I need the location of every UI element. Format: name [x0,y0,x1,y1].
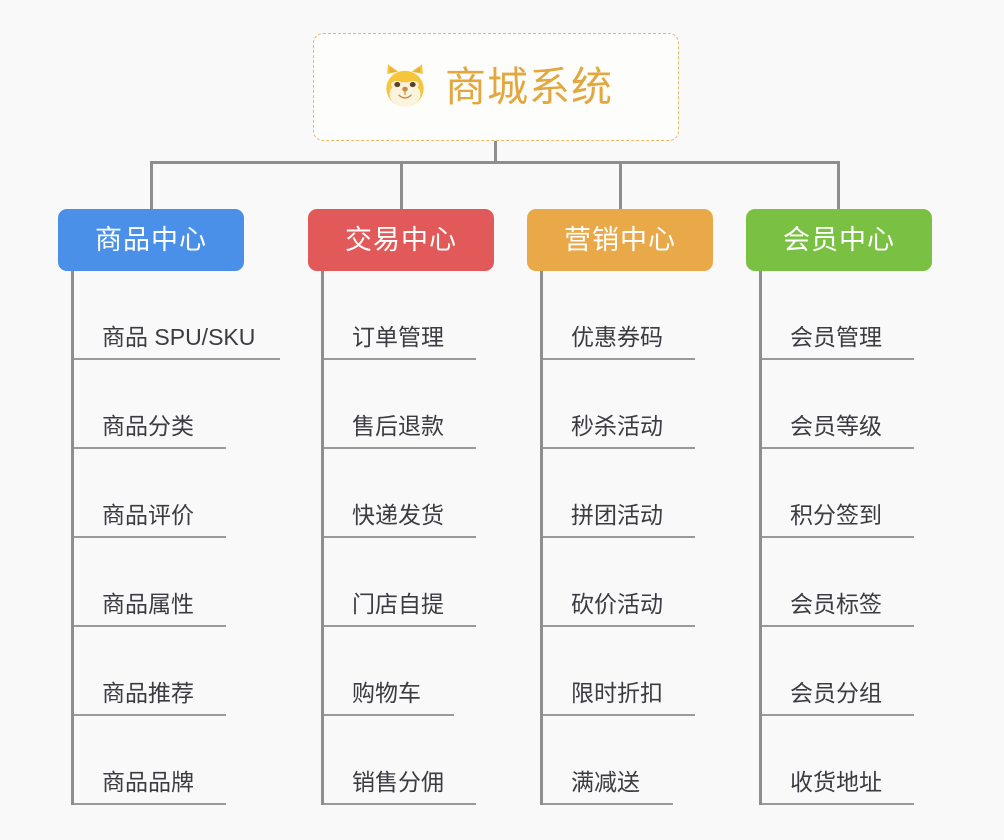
leaf-list-marketing-center: 优惠券码秒杀活动拼团活动砍价活动限时折扣满减送 [540,271,713,805]
leaf-item-underline [74,625,226,627]
leaf-item[interactable]: 销售分佣 [324,716,494,805]
leaf-item[interactable]: 会员标签 [762,538,932,627]
leaf-item-label: 拼团活动 [571,502,663,529]
category-label: 营销中心 [564,224,676,255]
leaf-item-underline [543,358,695,360]
leaf-item-underline [543,714,695,716]
category-column-member-center: 会员中心会员管理会员等级积分签到会员标签会员分组收货地址 [746,209,932,805]
leaf-item-label: 商品评价 [102,502,194,529]
root-node[interactable]: 商城系统 [313,33,679,141]
leaf-item[interactable]: 商品分类 [74,360,244,449]
leaf-item-underline [324,358,476,360]
leaf-item[interactable]: 积分签到 [762,449,932,538]
category-column-trade-center: 交易中心订单管理售后退款快递发货门店自提购物车销售分佣 [308,209,494,805]
category-column-product-center: 商品中心商品 SPU/SKU 商品分类商品评价商品属性商品推荐商品品牌 [58,209,280,805]
leaf-item[interactable]: 商品 SPU/SKU [74,271,280,360]
leaf-item-label: 商品 SPU/SKU [102,324,256,351]
connector-drop-3 [619,161,622,209]
leaf-item-underline [74,358,280,360]
leaf-item[interactable]: 收货地址 [762,716,932,805]
leaf-item[interactable]: 商品属性 [74,538,244,627]
leaf-item-underline [543,625,695,627]
leaf-item-underline [762,447,914,449]
leaf-item-underline [324,803,476,805]
leaf-item-underline [762,714,914,716]
leaf-item-label: 门店自提 [352,591,444,618]
leaf-item[interactable]: 会员等级 [762,360,932,449]
leaf-item-label: 优惠券码 [571,324,663,351]
leaf-item[interactable]: 售后退款 [324,360,494,449]
leaf-item-label: 积分签到 [790,502,882,529]
leaf-item-label: 销售分佣 [352,769,444,796]
leaf-item[interactable]: 拼团活动 [543,449,713,538]
category-header-product-center[interactable]: 商品中心 [58,209,244,271]
connector-drop-1 [150,161,153,209]
leaf-item-label: 购物车 [352,680,421,707]
leaf-item-underline [324,536,476,538]
leaf-item-underline [543,447,695,449]
leaf-item-underline [762,625,914,627]
root-title: 商城系统 [445,63,613,110]
connector-drop-2 [400,161,403,209]
category-label: 交易中心 [345,224,457,255]
leaf-item-underline [324,625,476,627]
leaf-item-underline [762,358,914,360]
connector-drop-4 [837,161,840,209]
leaf-item-underline [74,447,226,449]
leaf-item-label: 商品属性 [102,591,194,618]
leaf-item-underline [762,803,914,805]
category-header-marketing-center[interactable]: 营销中心 [527,209,713,271]
leaf-item-label: 商品分类 [102,413,194,440]
leaf-item-label: 订单管理 [352,324,444,351]
leaf-item-label: 会员等级 [790,413,882,440]
leaf-item[interactable]: 商品评价 [74,449,244,538]
leaf-item-underline [762,536,914,538]
leaf-item-underline [74,536,226,538]
category-header-trade-center[interactable]: 交易中心 [308,209,494,271]
leaf-item[interactable]: 商品品牌 [74,716,244,805]
leaf-item-underline [74,714,226,716]
leaf-item-label: 限时折扣 [571,680,663,707]
leaf-item-label: 会员分组 [790,680,882,707]
leaf-item-underline [324,714,454,716]
leaf-item-underline [543,803,673,805]
leaf-item-label: 商品品牌 [102,769,194,796]
leaf-item-label: 会员管理 [790,324,882,351]
category-label: 商品中心 [95,224,207,255]
leaf-item[interactable]: 秒杀活动 [543,360,713,449]
leaf-item[interactable]: 购物车 [324,627,494,716]
category-header-member-center[interactable]: 会员中心 [746,209,932,271]
leaf-item[interactable]: 快递发货 [324,449,494,538]
leaf-item[interactable]: 商品推荐 [74,627,244,716]
leaf-item[interactable]: 优惠券码 [543,271,713,360]
leaf-item-underline [324,447,476,449]
leaf-item[interactable]: 砍价活动 [543,538,713,627]
leaf-item-underline [543,536,695,538]
leaf-item-label: 会员标签 [790,591,882,618]
connector-horizontal-bus [150,161,838,164]
category-column-marketing-center: 营销中心优惠券码秒杀活动拼团活动砍价活动限时折扣满减送 [527,209,713,805]
leaf-item-label: 秒杀活动 [571,413,663,440]
leaf-item[interactable]: 满减送 [543,716,713,805]
leaf-list-member-center: 会员管理会员等级积分签到会员标签会员分组收货地址 [759,271,932,805]
leaf-item-label: 收货地址 [790,769,882,796]
leaf-item-label: 商品推荐 [102,680,194,707]
leaf-item-underline [74,803,226,805]
leaf-list-trade-center: 订单管理售后退款快递发货门店自提购物车销售分佣 [321,271,494,805]
shiba-dog-face-icon [379,61,431,113]
leaf-item[interactable]: 订单管理 [324,271,494,360]
category-label: 会员中心 [783,224,895,255]
leaf-item-label: 砍价活动 [571,591,663,618]
leaf-item-label: 售后退款 [352,413,444,440]
leaf-item[interactable]: 会员分组 [762,627,932,716]
leaf-item[interactable]: 会员管理 [762,271,932,360]
connector-root-stem [494,141,497,163]
leaf-item[interactable]: 限时折扣 [543,627,713,716]
leaf-item[interactable]: 门店自提 [324,538,494,627]
leaf-item-label: 满减送 [571,769,640,796]
leaf-list-product-center: 商品 SPU/SKU 商品分类商品评价商品属性商品推荐商品品牌 [71,271,280,805]
leaf-item-label: 快递发货 [352,502,444,529]
